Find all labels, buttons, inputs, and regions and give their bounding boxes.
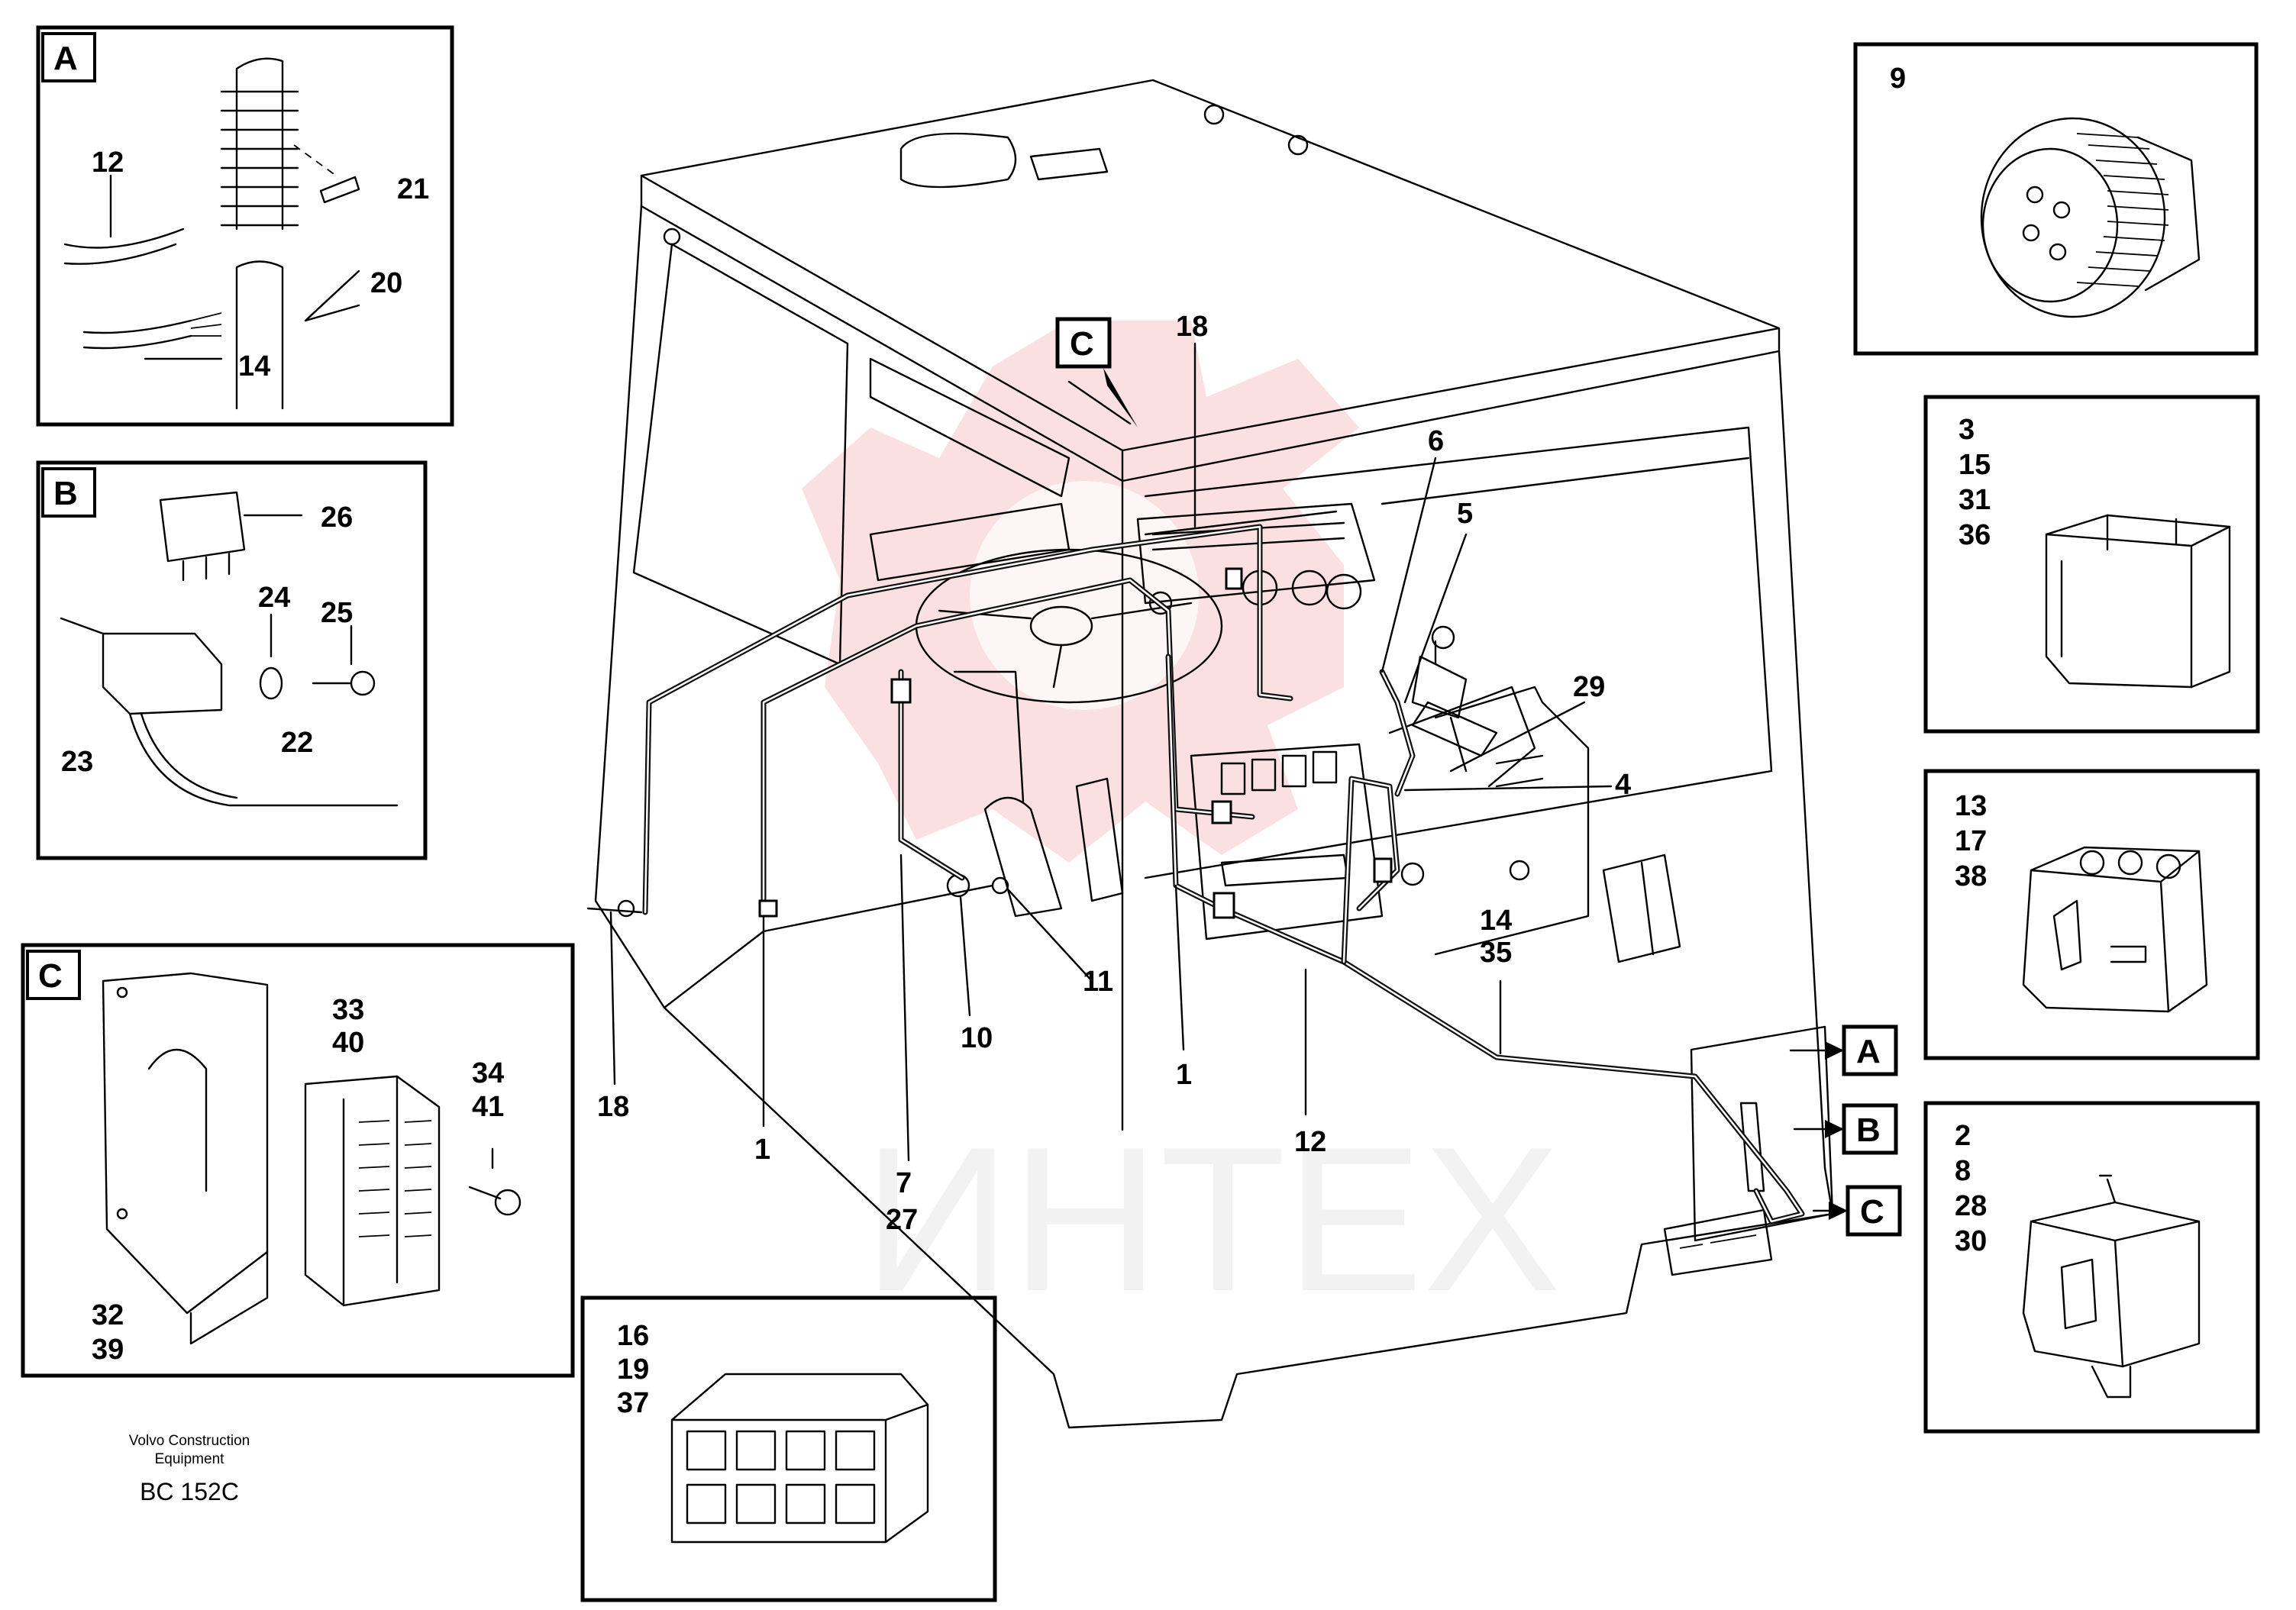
fuse-block-drawing xyxy=(304,1075,441,1307)
callout-22: 22 xyxy=(281,727,313,759)
leader-lines xyxy=(609,342,1613,1162)
callout-8: 8 xyxy=(1955,1155,1971,1187)
drawing-code: BC 152C xyxy=(140,1478,239,1505)
callout-34: 34 xyxy=(472,1057,504,1089)
callout-16: 16 xyxy=(617,1320,649,1352)
callout-36: 36 xyxy=(1959,519,1991,551)
callout-26: 26 xyxy=(321,502,353,534)
callout-1-right: 1 xyxy=(1176,1059,1192,1091)
callout-35: 35 xyxy=(1480,937,1512,969)
callout-32: 32 xyxy=(92,1299,124,1331)
callout-4: 4 xyxy=(1615,769,1631,801)
detail-c-letter: C xyxy=(38,957,63,995)
callout-39: 39 xyxy=(92,1334,124,1366)
reference-block: Volvo Construction Equipment BC 152C xyxy=(129,1433,250,1505)
callout-3: 3 xyxy=(1959,414,1975,446)
callout-18-left: 18 xyxy=(597,1091,629,1123)
cab-drawing xyxy=(586,79,1834,1429)
callout-6: 6 xyxy=(1428,425,1444,457)
callout-13: 13 xyxy=(1955,790,1987,822)
maker-line-1: Volvo Construction xyxy=(129,1433,250,1449)
callout-25: 25 xyxy=(321,597,353,629)
callout-9: 9 xyxy=(1890,63,1906,95)
callout-19: 19 xyxy=(617,1353,649,1386)
callout-38: 38 xyxy=(1955,860,1987,892)
callout-17: 17 xyxy=(1955,825,1987,857)
part-16-panel: 16 19 37 xyxy=(580,1295,997,1602)
callout-37: 37 xyxy=(617,1387,649,1419)
round-connector-drawing xyxy=(1980,117,2201,318)
callout-14-a: 14 xyxy=(238,350,270,382)
section-marker-c-right: C xyxy=(1812,1185,1902,1237)
section-marker-c-top-letter: C xyxy=(1070,325,1094,363)
callout-1-left: 1 xyxy=(754,1134,770,1166)
section-marker-b: B xyxy=(1793,1103,1898,1155)
watermark-hub xyxy=(970,481,1199,710)
section-marker-a-letter: A xyxy=(1856,1033,1881,1070)
callout-28: 28 xyxy=(1955,1190,1987,1222)
callout-29: 29 xyxy=(1573,671,1605,703)
callout-40: 40 xyxy=(332,1027,364,1059)
callout-15: 15 xyxy=(1959,449,1991,481)
detail-a-letter: A xyxy=(53,40,78,77)
callout-21: 21 xyxy=(397,173,429,205)
callout-23: 23 xyxy=(61,746,93,778)
detail-a-panel: A 12 21 20 14 xyxy=(36,25,454,427)
part-3-panel: 3 15 31 36 xyxy=(1923,395,2260,734)
callout-20: 20 xyxy=(370,267,402,299)
connector-housing-3-drawing xyxy=(2045,514,2231,689)
relay-socket-drawing xyxy=(60,613,399,807)
section-marker-c-top: C xyxy=(1055,317,1138,428)
section-marker-b-letter: B xyxy=(1856,1112,1881,1149)
callout-12-a: 12 xyxy=(92,147,124,179)
callout-10: 10 xyxy=(961,1022,993,1054)
detail-b-letter: B xyxy=(53,475,78,512)
callout-30: 30 xyxy=(1955,1225,1987,1257)
watermark: ИНТЕХ xyxy=(802,321,1561,1334)
callout-33: 33 xyxy=(332,994,364,1026)
screw-drawing xyxy=(468,1147,522,1216)
connector-housing-13-drawing xyxy=(2022,846,2208,1013)
part-9-panel: 9 xyxy=(1853,42,2259,356)
bracket-drawing xyxy=(102,972,269,1345)
relay-drawing xyxy=(159,491,303,582)
terminal-strip-drawing xyxy=(220,57,360,410)
connector-8pin-drawing xyxy=(670,1373,929,1544)
callout-14-main: 14 xyxy=(1480,905,1512,937)
wire-harness xyxy=(642,524,1805,1224)
detail-c-panel: C 33 40 34 41 32 39 xyxy=(21,943,575,1378)
detail-b-panel: B 26 24 25 23 22 xyxy=(36,460,428,860)
section-marker-a: A xyxy=(1789,1024,1898,1076)
section-marker-c-right-letter: C xyxy=(1860,1193,1884,1231)
callout-24: 24 xyxy=(258,582,290,614)
callout-41: 41 xyxy=(472,1091,504,1123)
callout-12-main: 12 xyxy=(1294,1126,1326,1158)
part-2-panel: 2 8 28 30 xyxy=(1923,1101,2260,1434)
callout-18-top: 18 xyxy=(1176,311,1208,343)
callout-11: 11 xyxy=(1083,966,1113,998)
part-13-panel: 13 17 38 xyxy=(1923,769,2260,1060)
callout-2: 2 xyxy=(1955,1120,1971,1152)
callout-31: 31 xyxy=(1959,484,1991,516)
callout-27: 27 xyxy=(886,1204,918,1236)
cable-drawing-a xyxy=(63,174,223,360)
connector-housing-2-drawing xyxy=(2022,1174,2201,1399)
callout-7: 7 xyxy=(896,1167,912,1199)
callout-5: 5 xyxy=(1457,498,1473,530)
maker-line-2: Equipment xyxy=(155,1451,225,1467)
